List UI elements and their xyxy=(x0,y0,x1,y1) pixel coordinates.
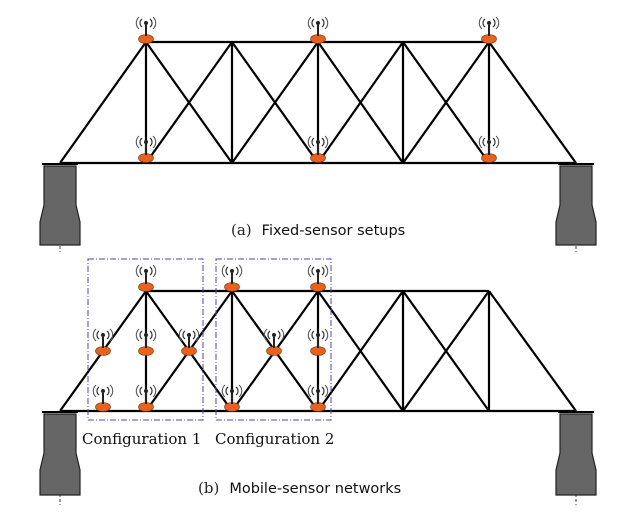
configuration-2-box xyxy=(215,258,332,421)
wireless-sensor-icon xyxy=(135,16,157,45)
caption-b: (b) Mobile-sensor networks xyxy=(198,479,401,497)
wireless-sensor-icon xyxy=(478,16,500,45)
left-support xyxy=(39,411,81,505)
configuration-2-label: Configuration 2 xyxy=(215,430,334,448)
right-support xyxy=(555,411,597,505)
caption-a-tag: (a) xyxy=(231,221,252,239)
configuration-1-label: Configuration 1 xyxy=(82,430,201,448)
wireless-sensor-icon xyxy=(221,264,243,293)
caption-b-text: Mobile-sensor networks xyxy=(229,481,401,497)
caption-a-text: Fixed-sensor setups xyxy=(262,223,406,239)
panel-a-fixed-sensor: (a) Fixed-sensor setups xyxy=(39,16,597,252)
wireless-sensor-icon xyxy=(307,264,329,293)
panel-b-mobile-sensor: Configuration 1 Configuration 2 (b) Mobi… xyxy=(39,258,597,505)
caption-a: (a) Fixed-sensor setups xyxy=(231,221,405,239)
right-support xyxy=(555,163,597,252)
sensors-b xyxy=(92,264,329,413)
wireless-sensor-icon xyxy=(92,384,114,413)
wireless-sensor-icon xyxy=(307,16,329,45)
configuration-1-box xyxy=(87,258,204,421)
left-support xyxy=(39,163,81,252)
wireless-sensor-icon xyxy=(135,264,157,293)
caption-b-tag: (b) xyxy=(198,479,219,497)
